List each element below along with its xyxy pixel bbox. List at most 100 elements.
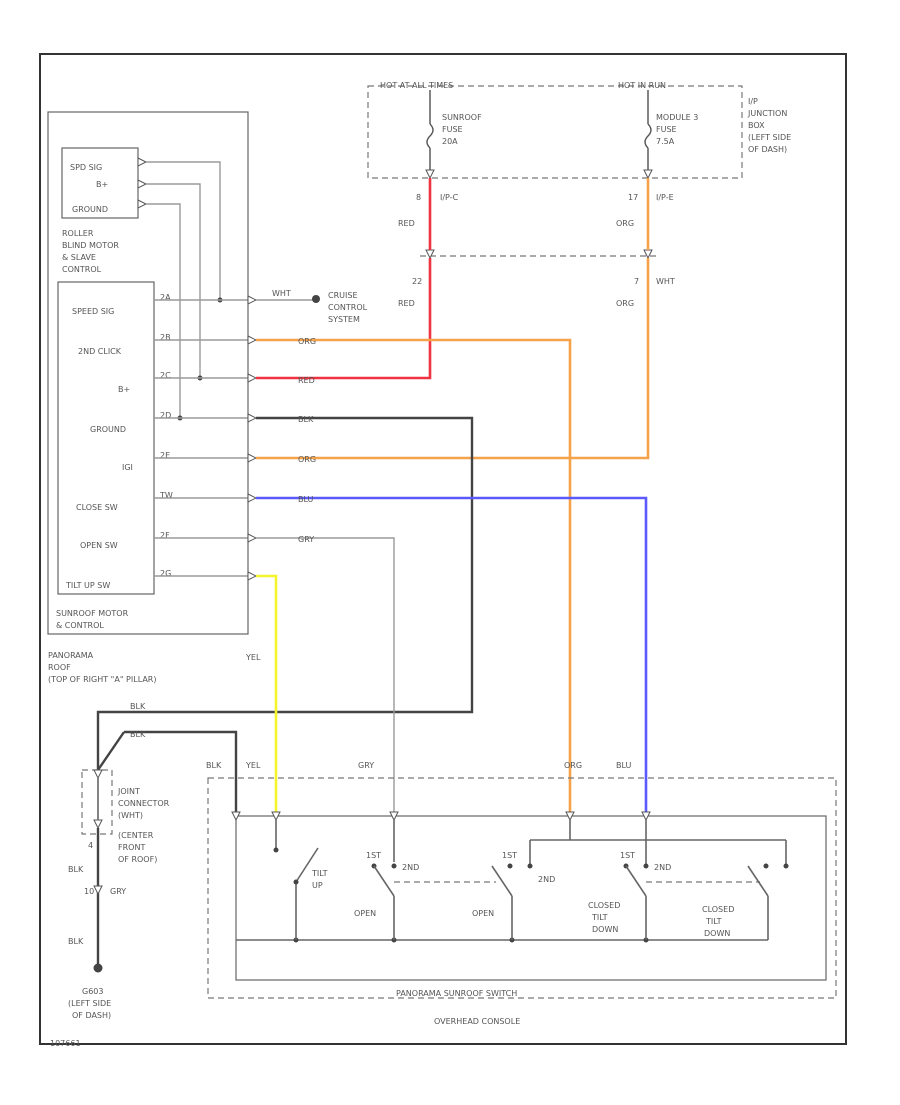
red-wire-label-2: RED bbox=[398, 299, 415, 308]
ground-label-3: OF DASH) bbox=[72, 1011, 111, 1020]
sunroof-fuse-icon bbox=[426, 123, 434, 149]
cruise-conn: WHT bbox=[272, 289, 291, 298]
motor-pin-5: 2E bbox=[160, 451, 170, 460]
org-wire-label-5: ORG bbox=[564, 761, 582, 770]
junction-line4: (LEFT SIDE bbox=[748, 133, 791, 142]
roller-blind-module: SPD SIG B+ GROUND ROLLER BLIND MOTOR & S… bbox=[47, 111, 249, 635]
red-wire-label-3: RED bbox=[298, 376, 315, 385]
motor-label-tilt-up-sw: TILT UP SW bbox=[65, 581, 110, 590]
joint-pin: 4 bbox=[88, 841, 93, 850]
switch-label-tilt-1: TILT bbox=[591, 913, 608, 922]
overhead-console-label: OVERHEAD CONSOLE bbox=[434, 1017, 520, 1026]
splice-wire-2: WHT bbox=[656, 277, 675, 286]
org-wire-label-4: ORG bbox=[298, 337, 316, 346]
fuse1-line2: FUSE bbox=[442, 125, 463, 134]
joint-blk-label: BLK bbox=[68, 865, 84, 874]
org-wire-label-2: ORG bbox=[616, 299, 634, 308]
switch-label-closed-1: CLOSED bbox=[588, 901, 620, 910]
figure-id: 107661 bbox=[50, 1039, 81, 1048]
switch-label-up: UP bbox=[312, 881, 323, 890]
red-wire-label-1: RED bbox=[398, 219, 415, 228]
switch-label-2nd-2: 2ND bbox=[538, 875, 555, 884]
org-wire-label-3: ORG bbox=[298, 455, 316, 464]
panorama-sunroof-switch: TILT UP OPEN OPEN CLOSED TILT DOWN CLOSE… bbox=[207, 777, 837, 1026]
fuse-box-conn-2: I/P-E bbox=[656, 193, 674, 202]
blk-wire-ground bbox=[96, 416, 474, 770]
fuse-box-hot-in-run: HOT IN RUN bbox=[618, 81, 666, 90]
motor-pin-4: 2D bbox=[160, 411, 171, 420]
motor-pin-7: 2F bbox=[160, 531, 170, 540]
red-wire-lower bbox=[256, 258, 432, 380]
fuse2-line1: MODULE 3 bbox=[656, 113, 698, 122]
diagram-frame bbox=[39, 53, 847, 1045]
joint-label-4: (CENTER bbox=[118, 831, 154, 840]
fuse-box-hot-at-all-times: HOT AT ALL TIMES bbox=[380, 81, 453, 90]
yel-wire-label-2: YEL bbox=[245, 761, 261, 770]
switch-label-open-2: OPEN bbox=[472, 909, 494, 918]
roller-bplus: B+ bbox=[96, 180, 108, 189]
blk-wire-label-3: BLK bbox=[130, 730, 146, 739]
cruise-label-1: CRUISE bbox=[328, 291, 358, 300]
ground-label-2: (LEFT SIDE bbox=[68, 999, 111, 1008]
switch-label-down-1: DOWN bbox=[592, 925, 618, 934]
fuse1-line1: SUNROOF bbox=[442, 113, 482, 122]
fuse1-line3: 20A bbox=[442, 137, 458, 146]
junction-line3: BOX bbox=[748, 121, 765, 130]
roller-title-4: CONTROL bbox=[62, 265, 102, 274]
roller-title-2: BLIND MOTOR bbox=[62, 241, 119, 250]
switch-label-open-1: OPEN bbox=[354, 909, 376, 918]
fuse2-line3: 7.5A bbox=[656, 137, 675, 146]
module-fuse-icon bbox=[644, 123, 652, 149]
fuse-box-pin-1: 8 bbox=[416, 193, 421, 202]
gry-wire-label-2: GRY bbox=[358, 761, 374, 770]
joint-label-6: OF ROOF) bbox=[118, 855, 157, 864]
org-wire-label-1: ORG bbox=[616, 219, 634, 228]
switch-label-2nd-1: 2ND bbox=[402, 863, 419, 872]
motor-pin-8: 2G bbox=[160, 569, 171, 578]
switch-label-down-2: DOWN bbox=[704, 929, 730, 938]
blk-wire-label-1: BLK bbox=[298, 415, 314, 424]
splice-pin-2: 7 bbox=[634, 277, 639, 286]
motor-location-1: PANORAMA bbox=[48, 651, 94, 660]
motor-pin-3: 2C bbox=[160, 371, 171, 380]
blk-wire-label-4: BLK bbox=[206, 761, 222, 770]
switch-label-1st-1: 1ST bbox=[366, 851, 381, 860]
switch-label-1st-3: 1ST bbox=[620, 851, 635, 860]
motor-location-2: ROOF bbox=[48, 663, 71, 672]
motor-label-igi: IGI bbox=[122, 463, 133, 472]
motor-label-ground: GROUND bbox=[90, 425, 126, 434]
ground-point: G603 (LEFT SIDE OF DASH) bbox=[68, 963, 111, 1020]
switch-label-1st-2: 1ST bbox=[502, 851, 517, 860]
cruise-control-link: WHT CRUISE CONTROL SYSTEM bbox=[256, 289, 368, 324]
roller-title-3: & SLAVE bbox=[62, 253, 96, 262]
blu-wire-close-sw bbox=[256, 496, 648, 812]
blk-wire-label-2: BLK bbox=[130, 702, 146, 711]
cruise-label-2: CONTROL bbox=[328, 303, 368, 312]
gry-wire-open-sw bbox=[256, 537, 395, 812]
joint-connector: JOINT CONNECTOR (WHT) (CENTER FRONT OF R… bbox=[68, 769, 170, 968]
switch-label-tilt: TILT bbox=[311, 869, 328, 878]
switch-label-2nd-3: 2ND bbox=[654, 863, 671, 872]
joint-pin-2: 10 bbox=[84, 887, 94, 896]
junction-line5: OF DASH) bbox=[748, 145, 787, 154]
org-wire-lower bbox=[256, 258, 650, 460]
fuse-box-conn-1: I/P-C bbox=[440, 193, 459, 202]
yel-wire-label-1: YEL bbox=[245, 653, 261, 662]
joint-label-2: CONNECTOR bbox=[118, 799, 170, 808]
joint-label-1: JOINT bbox=[117, 787, 140, 796]
motor-label-bplus: B+ bbox=[118, 385, 130, 394]
motor-connector-terminals bbox=[247, 295, 258, 581]
blk-wire-switch bbox=[124, 730, 238, 812]
fuse-box-terminal-1 bbox=[425, 169, 435, 180]
junction-line2: JUNCTION bbox=[747, 109, 787, 118]
fuse-box-terminal-2 bbox=[643, 169, 653, 180]
motor-label-speed-sig: SPEED SIG bbox=[72, 307, 114, 316]
switch-title: PANORAMA SUNROOF SWITCH bbox=[396, 989, 517, 998]
motor-title-1: SUNROOF MOTOR bbox=[56, 609, 129, 618]
fuse-box-pin-2: 17 bbox=[628, 193, 638, 202]
switch-label-tilt-2: TILT bbox=[705, 917, 722, 926]
joint-wire-2: GRY bbox=[110, 887, 126, 896]
ground-label-1: G603 bbox=[82, 987, 103, 996]
cruise-control-dot-icon bbox=[312, 295, 320, 303]
roller-title-1: ROLLER bbox=[62, 229, 94, 238]
